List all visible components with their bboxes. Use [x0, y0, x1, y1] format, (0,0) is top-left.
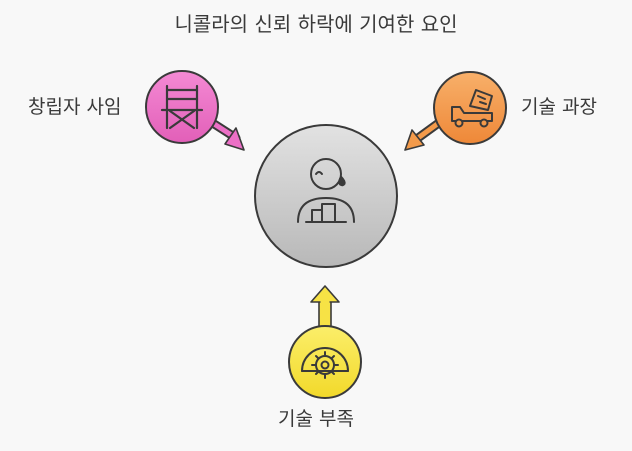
dump-truck-icon: [451, 89, 493, 128]
founder-resignation-node: [145, 70, 219, 144]
gear-gauge-icon: [301, 347, 349, 379]
directors-chair-icon: [160, 84, 204, 130]
founder-resignation-label: 창립자 사임: [28, 96, 122, 118]
tech-exaggeration-label: 기술 과장: [521, 96, 597, 118]
arrow-exaggeration-to-center: [404, 117, 445, 151]
arrow-lack-to-center: [310, 285, 340, 333]
center-node: [254, 124, 398, 268]
worried-person-with-boxes-icon: [297, 158, 355, 223]
tech-exaggeration-node: [433, 71, 507, 145]
lack-of-tech-label: 기술 부족: [278, 408, 354, 430]
lack-of-tech-node: [288, 325, 362, 399]
diagram-title: 니콜라의 신뢰 하락에 기여한 요인: [174, 12, 458, 36]
